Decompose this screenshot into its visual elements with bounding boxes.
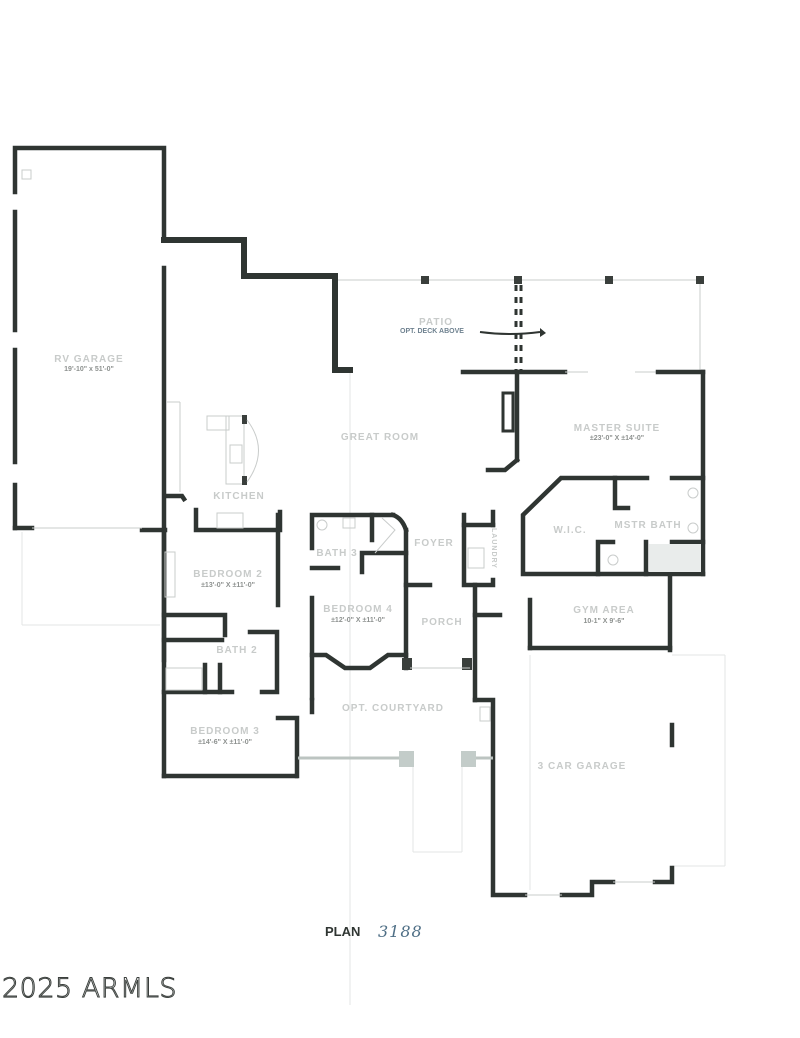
rv-garage-dims: 19'-10" x 51'-0" bbox=[64, 366, 114, 373]
great-room-label: GREAT ROOM bbox=[340, 432, 420, 443]
kitchen-fixtures bbox=[163, 401, 283, 533]
plan-title: PLAN bbox=[325, 924, 361, 939]
three-car-garage-label: 3 CAR GARAGE bbox=[537, 761, 627, 772]
rv-garage-label: RV GARAGE bbox=[54, 354, 124, 365]
patio-label: PATIO bbox=[418, 317, 454, 328]
copyright-watermark: 2025 ARMLS bbox=[1, 973, 178, 1005]
courtyard-walk bbox=[298, 751, 493, 767]
great-room-walls bbox=[460, 369, 706, 577]
bath-3-label: BATH 3 bbox=[316, 548, 358, 559]
master-bath-label: MSTR BATH bbox=[614, 520, 682, 531]
gym-area-walls bbox=[527, 572, 673, 653]
bedroom-4-label: BEDROOM 4 bbox=[323, 604, 393, 615]
bedroom-4-dims: ±12'-0" X ±11'-0" bbox=[331, 617, 385, 624]
garage-walls bbox=[472, 697, 675, 898]
foyer-porch-walls bbox=[403, 509, 503, 703]
bedroom-2-label: BEDROOM 2 bbox=[193, 569, 263, 580]
guide-lines bbox=[21, 370, 726, 1005]
bedroom-3-label: BEDROOM 3 bbox=[190, 726, 260, 737]
bedroom-2-dims: ±13'-0" X ±11'-0" bbox=[201, 582, 255, 589]
kitchen-label: KITCHEN bbox=[213, 491, 265, 502]
west-bedroom-walls bbox=[161, 512, 315, 779]
gym-area-label: GYM AREA bbox=[573, 605, 635, 616]
porch-label: PORCH bbox=[421, 617, 463, 628]
rv-garage-walls bbox=[12, 145, 168, 663]
north-wall bbox=[161, 237, 353, 373]
wic-label: W.I.C. bbox=[553, 525, 587, 536]
patio-structure bbox=[338, 276, 704, 370]
master-suite-dims: ±23'-0" X ±14'-0" bbox=[589, 435, 645, 442]
laundry-label: LAUNDRY bbox=[490, 528, 497, 569]
master-suite-label: MASTER SUITE bbox=[573, 423, 661, 434]
plan-number: 3188 bbox=[378, 922, 423, 941]
foyer-label: FOYER bbox=[414, 538, 454, 549]
courtyard-label: OPT. COURTYARD bbox=[342, 703, 444, 714]
gym-area-dims: 10-1" X 9'-6" bbox=[583, 618, 625, 625]
bedroom-4-walls bbox=[309, 512, 472, 701]
master-suite-walls bbox=[520, 475, 706, 577]
patio-note: OPT. DECK ABOVE bbox=[400, 328, 464, 335]
bath-2-label: BATH 2 bbox=[216, 645, 258, 656]
bedroom-3-dims: ±14'-6" X ±11'-0" bbox=[198, 739, 252, 746]
